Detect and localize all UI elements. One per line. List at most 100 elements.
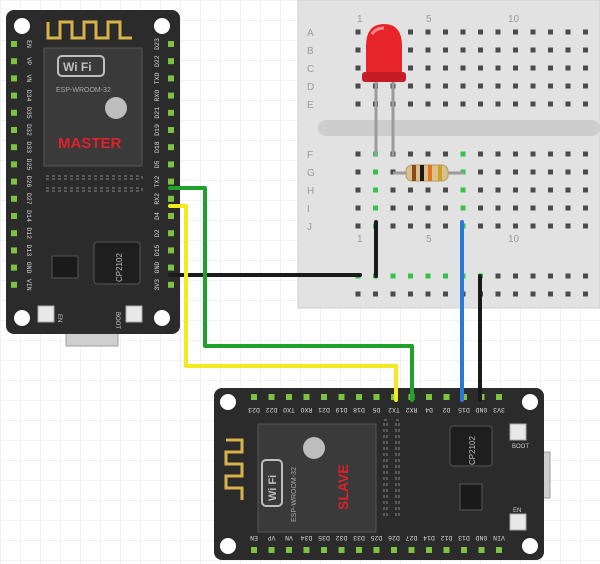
rail-hole [425,291,431,297]
slave-antenna [224,438,244,500]
slave-usb-chip [449,425,493,467]
breadboard-hole [565,65,571,71]
pin-label: D35 [25,107,32,119]
pin-header [11,213,17,219]
breadboard-hole [408,47,413,53]
breadboard-hole [355,101,361,107]
rail-hole [548,291,553,297]
master-boot-button[interactable] [125,305,143,323]
red-led [362,24,406,82]
pin-label: D33 [353,534,365,541]
pin-header [356,547,362,553]
pin-label: D4 [154,212,161,220]
pin-label: TX2 [388,406,400,413]
pin-label: RX2 [406,406,418,413]
breadboard-hole [460,151,466,157]
pin-label: TX2 [154,176,161,188]
breadboard-hole [408,101,413,107]
pin-header [408,547,415,553]
breadboard-center-channel [318,120,600,136]
breadboard-hole [513,151,518,157]
pin-header [11,144,17,151]
pin-label: VN [25,74,32,82]
breadboard-hole [425,65,431,71]
breadboard-hole [565,29,571,35]
row-label-j: J [307,222,312,233]
pin-label: D34 [25,90,32,102]
pin-label: D32 [336,534,348,541]
breadboard-hole [390,223,396,229]
rail-hole [513,273,518,279]
rail-hole [548,273,553,279]
slave-en-button[interactable] [509,513,527,531]
pin-label: VP [268,534,276,541]
pin-header [11,161,17,168]
breadboard-hole [408,187,413,193]
row-label-i: I [307,204,310,215]
breadboard-hole [425,223,431,229]
breadboard-hole [548,83,553,89]
breadboard-hole [513,47,518,53]
breadboard-hole [530,187,536,193]
pin-label: TXO [154,72,161,84]
pin-header [11,230,17,237]
pin-label: RXO [154,90,161,102]
pin-header [373,394,380,400]
breadboard-hole [583,47,588,53]
breadboard-hole [565,187,571,193]
master-pins-right: D23D22TXORXOD21D19D18D5TX2RX2D4D2D15GND3… [154,38,174,291]
breadboard-hole [513,101,518,107]
breadboard-hole [355,223,361,229]
resistor [393,164,464,182]
row-label-b: B [307,46,314,57]
breadboard-hole [583,83,588,89]
pin-header [356,394,362,400]
pin-header [478,547,485,553]
pin-label: D19 [336,406,348,413]
pin-label: GND [154,262,161,274]
pin-header [286,547,292,553]
pin-header [303,547,310,553]
breadboard-hole [478,83,483,89]
breadboard-hole [565,47,571,53]
slave-boot-label: BOOT [512,444,529,450]
pin-label: D2 [443,406,451,413]
pin-label: GND [25,262,32,274]
pin-label: GND [476,534,488,541]
pin-label: D18 [353,406,365,413]
row-label-e: E [307,100,314,111]
pin-header [338,394,345,400]
pin-header [426,547,432,553]
pin-label: D21 [318,406,330,413]
breadboard-hole [478,151,483,157]
slave-usb-chip-label: CP2102 [468,436,477,465]
rail-hole [390,273,396,279]
master-en-button[interactable] [37,305,55,323]
pin-label: RX2 [154,193,161,205]
slave-boot-button[interactable] [509,423,527,441]
pin-label: D22 [266,406,278,413]
pin-header [11,264,17,271]
pin-label: D35 [318,534,330,541]
master-boot-label: BOOT [114,312,120,329]
master-en-label: EN [56,314,62,322]
pin-header [11,281,17,288]
row-label-d: D [307,82,314,93]
master-regulator [51,255,79,279]
pin-header [461,547,467,553]
pin-header [168,58,174,65]
col-number-10-bottom: 10 [508,234,520,245]
rail-hole [425,273,431,279]
breadboard-hole [530,205,536,211]
breadboard-hole [460,187,466,193]
pin-label: D23 [248,406,260,413]
rail-hole [530,291,536,297]
col-number-1-bottom: 1 [357,234,363,245]
pin-label: D15 [458,406,470,413]
rail-hole [408,273,413,279]
pin-label: D27 [25,193,32,205]
breadboard-hole [443,101,448,107]
pin-header [443,547,450,553]
col-number-5-top: 5 [426,14,432,25]
